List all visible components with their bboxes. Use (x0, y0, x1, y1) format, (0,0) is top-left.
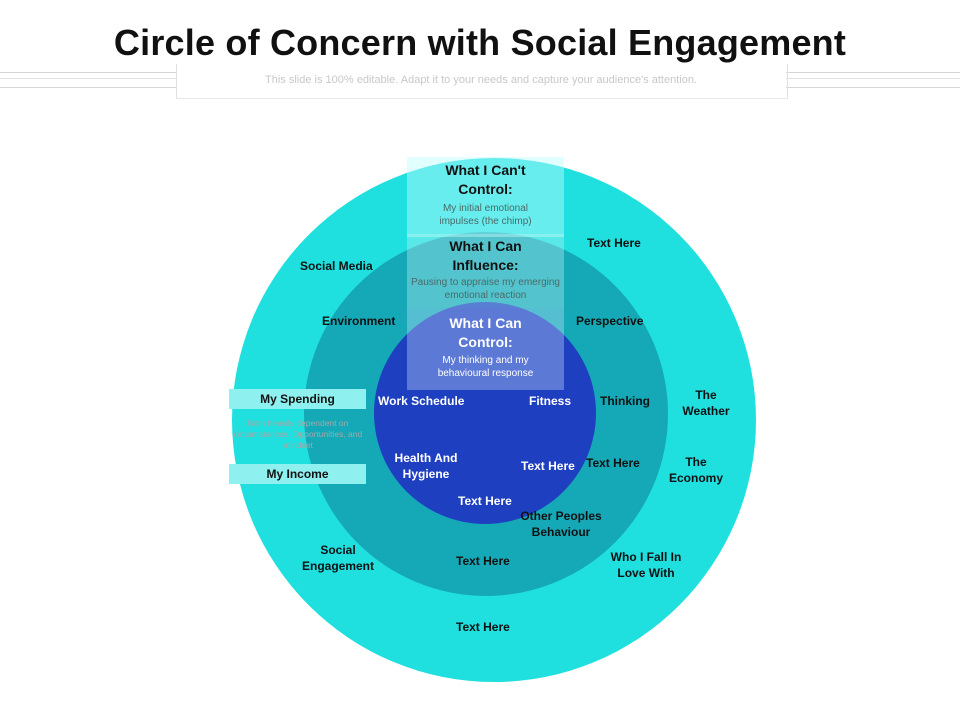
label-text-here-middle-right: Text Here (586, 456, 640, 470)
label-social-engagement: Social Engagement (301, 543, 374, 573)
label-fitness: Fitness (529, 394, 572, 408)
subtitle: This slide is 100% editable. Adapt it to… (265, 74, 697, 86)
label-text-here-inner-bottom: Text Here (458, 494, 512, 508)
cant-control-title: What I Can't Control: (445, 162, 526, 197)
cant-control-band: What I Can't Control: My initial emotion… (407, 157, 564, 237)
label-other-peoples-behaviour: Other Peoples Behaviour (520, 509, 602, 539)
cant-control-desc: My initial emotional impulses (the chimp… (439, 203, 532, 227)
page-title: Circle of Concern with Social Engagement (113, 22, 847, 63)
can-control-band: What I Can Control: My thinking and my b… (407, 308, 564, 390)
can-influence-desc: Pausing to appraise my emerging emotiona… (411, 277, 560, 301)
my-income-tag: My Income (229, 464, 366, 484)
title-rule-right (786, 72, 960, 88)
label-who-i-fall-in-love-with: Who I Fall In Love With (610, 550, 682, 580)
label-the-economy: The Economy (668, 455, 723, 485)
can-influence-band: What I Can Influence: Pausing to apprais… (407, 234, 564, 308)
label-text-here-outer-bottom: Text Here (456, 620, 510, 634)
label-the-weather: The Weather (682, 388, 730, 418)
label-text-here-inner-right: Text Here (521, 459, 575, 473)
side-note: Both heavily dependent on circumstances,… (233, 418, 363, 450)
title-rule-left (0, 72, 176, 88)
label-text-here-middle-bottom: Text Here (456, 554, 510, 568)
can-control-title: What I Can Control: (449, 315, 522, 350)
label-social-media: Social Media (300, 259, 373, 273)
subtitle-frame (176, 64, 788, 99)
label-environment: Environment (322, 314, 396, 328)
can-influence-title: What I Can Influence: (449, 238, 522, 273)
my-spending-tag: My Spending (229, 389, 366, 409)
label-thinking: Thinking (600, 394, 650, 408)
label-perspective: Perspective (576, 314, 644, 328)
inner-circle-control (374, 302, 596, 524)
can-control-desc: My thinking and my behavioural response (437, 355, 534, 379)
label-health-and-hygiene: Health And Hygiene (394, 451, 458, 481)
label-work-schedule: Work Schedule (378, 394, 465, 408)
label-text-here-outer-top: Text Here (587, 236, 641, 250)
